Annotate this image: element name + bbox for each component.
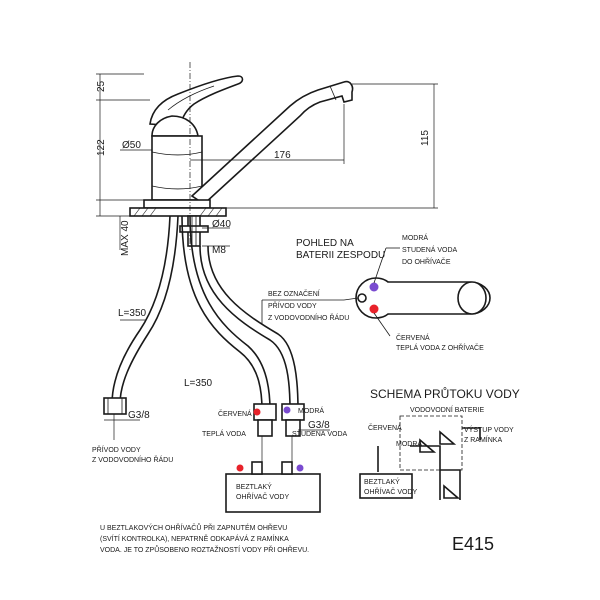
dim-m8: M8 bbox=[212, 245, 226, 256]
dim-diameter-50: Ø50 bbox=[122, 140, 141, 151]
dimension-lines bbox=[96, 73, 438, 440]
dim-25: 25 bbox=[96, 80, 107, 92]
bottom-view: POHLED NA BATERII ZESPODU MODRÁ STUDENÁ … bbox=[261, 233, 491, 352]
bottom-blue-3: DO OHŘÍVAČE bbox=[402, 257, 451, 266]
blue-dot-fitting bbox=[283, 406, 291, 414]
valve-2 bbox=[439, 430, 457, 445]
flow-red: ČERVENÁ bbox=[368, 423, 402, 432]
heater-label-2: OHŘÍVAČ VODY bbox=[236, 492, 289, 501]
note-line-3: VODA. JE TO ZPŮSOBENO ROZTAŽNOSTÍ VODY P… bbox=[100, 545, 309, 554]
spout-arm bbox=[190, 80, 354, 206]
dim-thread-g-2: G3/8 bbox=[308, 420, 330, 431]
bottom-none-3: Z VODOVODNÍHO ŘÁDU bbox=[268, 313, 349, 322]
bottom-red-port bbox=[369, 304, 379, 314]
note-line-1: U BEZTLAKOVÝCH OHŘÍVAČŮ PŘI ZAPNUTÉM OHŘ… bbox=[100, 523, 287, 532]
flow-outlet-1: VÝSTUP VODY bbox=[464, 425, 514, 434]
faucet-base bbox=[143, 199, 211, 209]
flow-heater-box bbox=[359, 473, 413, 499]
deck-hatch bbox=[133, 207, 223, 217]
lever-cap bbox=[151, 115, 199, 137]
deck-plate bbox=[129, 207, 227, 217]
bottom-red-1: ČERVENÁ bbox=[396, 333, 430, 342]
cold-water-label: STUDENÁ VODA bbox=[292, 429, 348, 438]
dim-115: 115 bbox=[420, 130, 431, 146]
blue-dot-heater bbox=[296, 464, 304, 472]
dim-diameter-40: Ø40 bbox=[212, 219, 231, 230]
red-label: ČERVENÁ bbox=[218, 409, 252, 418]
bottom-blue-port bbox=[369, 282, 379, 292]
bottom-plain-port bbox=[357, 293, 367, 303]
faucet-boundary bbox=[399, 415, 463, 471]
flow-heater-2: OHŘÍVAČ VODY bbox=[364, 487, 417, 496]
red-dot-fitting bbox=[253, 408, 261, 416]
supply-left-label-1: PŘÍVOD VODY bbox=[92, 445, 141, 454]
fitting-left bbox=[103, 397, 127, 415]
dim-122: 122 bbox=[96, 139, 107, 156]
mounting-nut bbox=[179, 225, 209, 233]
flow-title: SCHEMA PRŮTOKU VODY bbox=[370, 386, 520, 401]
bottom-none-2: PŘÍVOD VODY bbox=[268, 301, 317, 310]
bottom-view-title-1: POHLED NA bbox=[296, 238, 354, 249]
flow-blue: MODRÁ bbox=[396, 439, 422, 448]
bottom-view-title-2: BATERII ZESPODU bbox=[296, 250, 385, 261]
bottom-blue-2: STUDENÁ VODA bbox=[402, 245, 458, 254]
dim-hose-length-2: L=350 bbox=[184, 378, 213, 389]
model-number: E415 bbox=[452, 534, 494, 554]
blue-label: MODRÁ bbox=[298, 406, 324, 415]
valve-3 bbox=[443, 484, 461, 499]
faucet-side-view bbox=[129, 62, 354, 250]
bottom-blue-1: MODRÁ bbox=[402, 233, 428, 242]
faucet-body bbox=[151, 135, 203, 201]
dim-thread-g-1: G3/8 bbox=[128, 410, 150, 421]
water-heater bbox=[225, 436, 321, 513]
supply-hoses bbox=[103, 215, 305, 437]
dim-hose-length-1: L=350 bbox=[118, 308, 147, 319]
dim-max-40: MAX 40 bbox=[120, 220, 131, 256]
bottom-red-2: TEPLÁ VODA Z OHŘÍVAČE bbox=[396, 343, 484, 352]
note-line-2: (SVÍTÍ KONTROLKA), NEPATRNĚ ODKAPÁVÁ Z R… bbox=[100, 534, 289, 543]
valve-1 bbox=[419, 438, 437, 453]
flow-outlet-2: Z RAMÍNKA bbox=[464, 435, 502, 444]
warm-water-label: TEPLÁ VODA bbox=[202, 429, 246, 438]
supply-left-label-2: Z VODOVODNÍHO ŘÁDU bbox=[92, 455, 173, 464]
flow-subtitle: VODOVODNÍ BATERIE bbox=[410, 405, 484, 414]
bottom-none-1: BEZ OZNAČENÍ bbox=[268, 289, 320, 298]
dim-176: 176 bbox=[274, 150, 291, 161]
red-dot-heater bbox=[236, 464, 244, 472]
flow-scheme: SCHEMA PRŮTOKU VODY VODOVODNÍ BATERIE ČE… bbox=[359, 386, 520, 500]
heater-label-1: BEZTLAKÝ bbox=[236, 482, 272, 491]
flow-heater-1: BEZTLAKÝ bbox=[364, 477, 400, 486]
